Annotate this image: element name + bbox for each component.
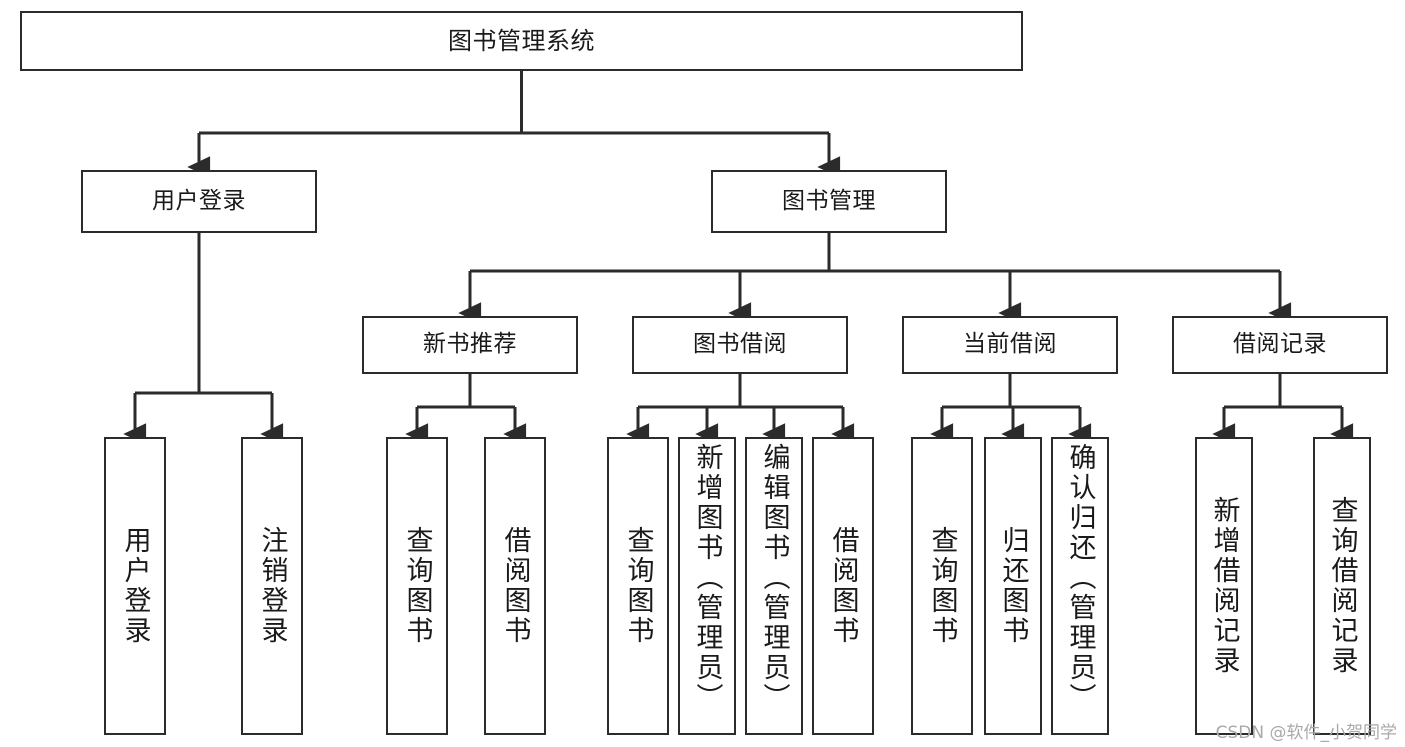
node-current-borrow[interactable]: 当前借阅 — [902, 316, 1118, 374]
node-label: 查询图书 — [926, 526, 958, 646]
node-label: 图书借阅 — [693, 331, 787, 358]
node-leaf-query-book-2[interactable]: 查询图书 — [607, 437, 669, 735]
node-label: 查询借阅记录 — [1326, 496, 1358, 676]
node-root[interactable]: 图书管理系统 — [20, 11, 1023, 71]
node-book-manage[interactable]: 图书管理 — [711, 170, 947, 233]
node-label: 用户登录 — [152, 187, 246, 214]
node-user-login[interactable]: 用户登录 — [81, 170, 317, 233]
node-label: 查询图书 — [622, 526, 654, 646]
node-label: 新增图书（管理员） — [691, 443, 723, 713]
node-label: 借阅记录 — [1233, 331, 1327, 358]
node-leaf-query-book-3[interactable]: 查询图书 — [911, 437, 973, 735]
node-leaf-confirm-return[interactable]: 确认归还（管理员） — [1051, 437, 1109, 735]
node-leaf-add-book[interactable]: 新增图书（管理员） — [678, 437, 736, 735]
node-leaf-borrow-book-2[interactable]: 借阅图书 — [812, 437, 874, 735]
node-leaf-user-login[interactable]: 用户登录 — [104, 437, 166, 735]
node-label: 新增借阅记录 — [1208, 496, 1240, 676]
node-label: 图书管理系统 — [448, 26, 595, 55]
node-leaf-borrow-book-1[interactable]: 借阅图书 — [484, 437, 546, 735]
node-label: 编辑图书（管理员） — [758, 443, 790, 713]
node-leaf-return-book[interactable]: 归还图书 — [984, 437, 1042, 735]
node-borrow-record[interactable]: 借阅记录 — [1172, 316, 1388, 374]
node-label: 当前借阅 — [963, 331, 1057, 358]
node-label: 归还图书 — [997, 526, 1029, 646]
node-leaf-edit-book[interactable]: 编辑图书（管理员） — [745, 437, 803, 735]
node-label: 用户登录 — [119, 526, 151, 646]
node-book-borrow[interactable]: 图书借阅 — [632, 316, 848, 374]
node-label: 图书管理 — [782, 187, 876, 214]
node-label: 查询图书 — [401, 526, 433, 646]
watermark-text: CSDN @软件_小贺同学 — [1215, 723, 1397, 743]
node-new-book-recommend[interactable]: 新书推荐 — [362, 316, 578, 374]
node-leaf-query-record[interactable]: 查询借阅记录 — [1313, 437, 1371, 735]
node-label: 确认归还（管理员） — [1064, 443, 1096, 713]
node-leaf-query-book-1[interactable]: 查询图书 — [386, 437, 448, 735]
node-label: 借阅图书 — [499, 526, 531, 646]
node-label: 新书推荐 — [423, 331, 517, 358]
node-leaf-add-record[interactable]: 新增借阅记录 — [1195, 437, 1253, 735]
node-label: 借阅图书 — [827, 526, 859, 646]
node-leaf-user-logout[interactable]: 注销登录 — [241, 437, 303, 735]
node-label: 注销登录 — [256, 526, 288, 646]
